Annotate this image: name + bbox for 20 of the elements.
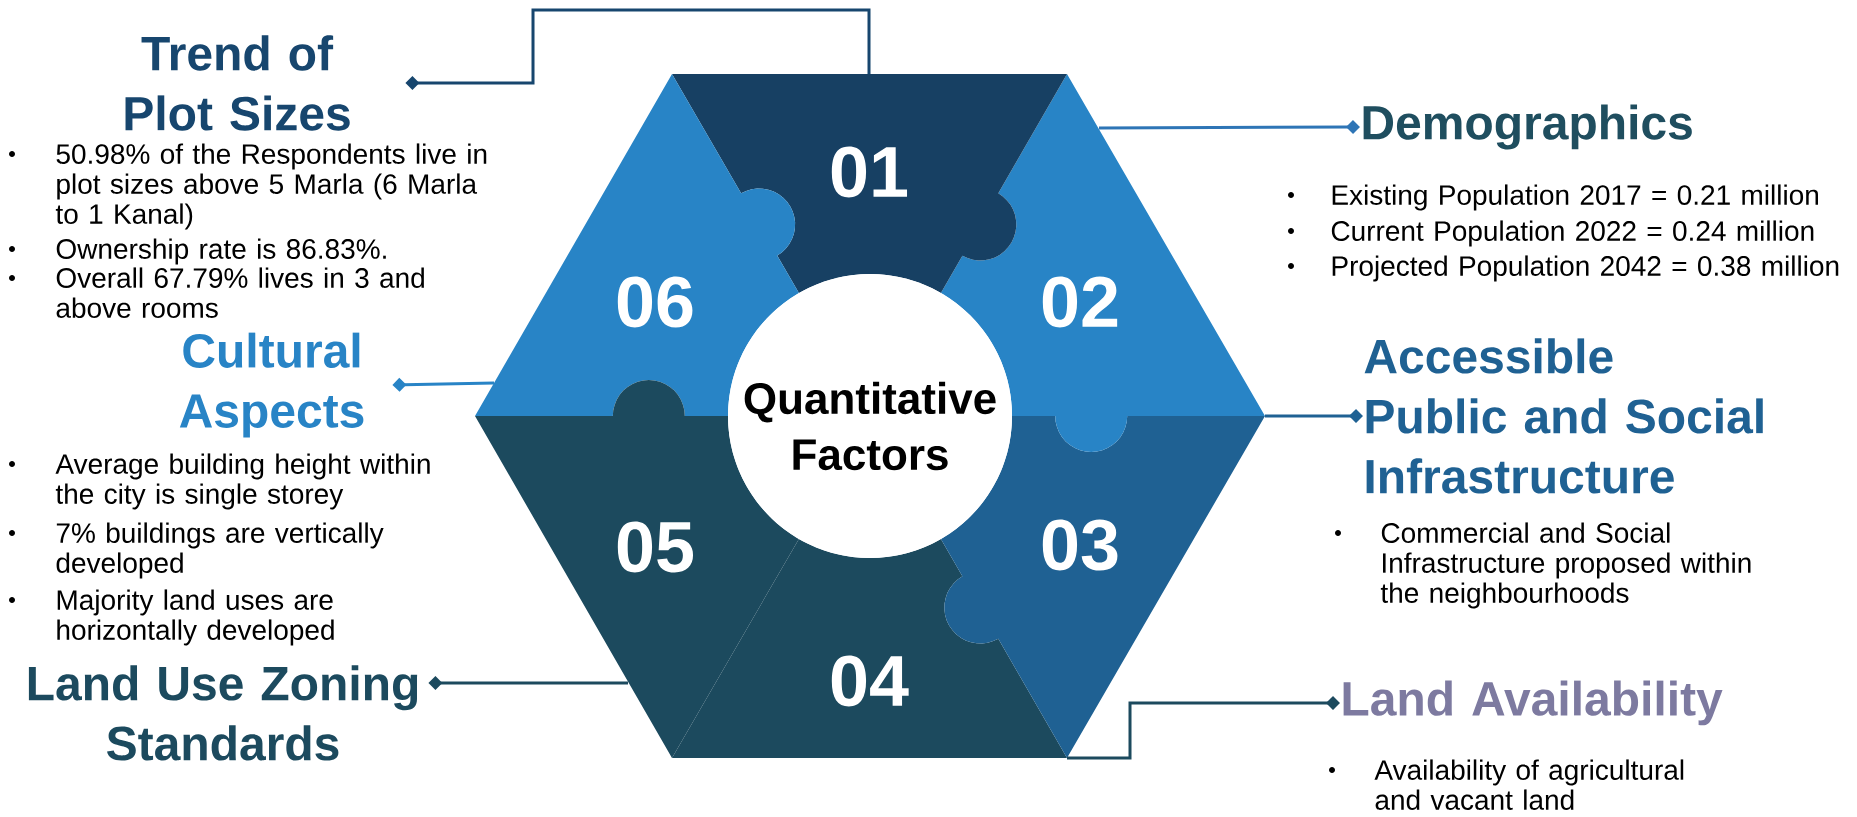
bullet-item: Ownership rate is 86.83%. [9,238,386,265]
factor-heading: Trend of Plot Sizes [125,35,350,131]
node-label: 04 [831,655,909,707]
connector-line [1265,409,1363,423]
bullet-item: 50.98% of the Respondents live in plot sizes above 5 Marla (6 Marla to 1 Kanal) [9,143,487,230]
factor-heading: Accessible Public and Social Infrastructure [1364,338,1763,494]
bullet-item: Overall 67.79% lives in 3 and above rooms [9,267,424,318]
bullet-item: Majority land uses are horizontally developed [9,589,334,646]
factor-heading: Cultural Aspects [179,332,364,438]
bullet-item: Average building height within the city is single storey [9,453,430,510]
bullet-item: Availability of agricultural and vacant land [1329,759,1684,810]
connector-line [1067,696,1340,760]
bullet-item: Existing Population 2017 = 0.21 million [1288,184,1818,211]
bullet-item: Commercial and Social Infrastructure proposed within the neighbourhoods [1335,522,1751,609]
factor-heading: Land Use Zoning Standards [28,665,418,761]
bullet-item: 7% buildings are vertically developed [9,522,384,579]
factor-heading: Demographics [1363,104,1692,150]
bullet-item: Projected Population 2042 = 0.38 million [1288,255,1839,282]
bullet-item: Current Population 2022 = 0.24 million [1288,220,1814,247]
factor-heading: Land Availability [1343,680,1723,726]
